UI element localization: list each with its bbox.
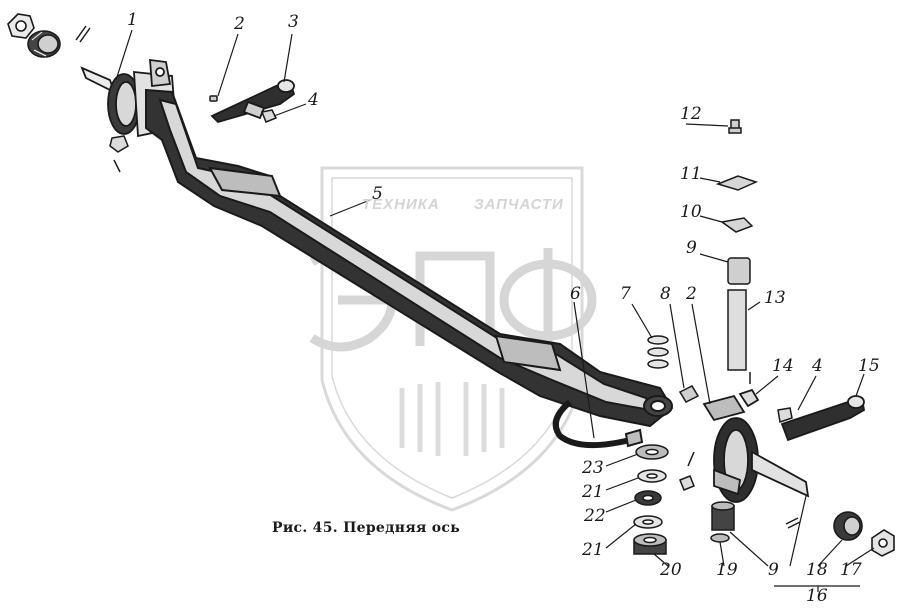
callout-18: 18 xyxy=(806,560,828,580)
callout-23: 23 xyxy=(582,458,604,478)
bushing-9-bottom xyxy=(711,501,735,531)
left-knuckle-nut xyxy=(109,135,129,173)
pin-8 xyxy=(678,385,700,403)
callout-21: 21 xyxy=(582,482,604,502)
callout-15: 15 xyxy=(858,356,880,376)
kingpin-13 xyxy=(727,289,747,371)
right-steering-knuckle xyxy=(702,388,810,503)
seal-20 xyxy=(633,533,667,555)
washer-23 xyxy=(635,444,669,460)
watermark-text-right: ЗАПЧАСТИ xyxy=(474,196,564,213)
callout-9: 9 xyxy=(686,238,697,258)
callout-1: 1 xyxy=(127,10,138,30)
callout-17: 17 xyxy=(840,560,862,580)
watermark-wheat xyxy=(399,382,505,456)
callout-2: 2 xyxy=(234,14,245,34)
callout-5: 5 xyxy=(372,184,383,204)
washer-21-bottom xyxy=(633,515,663,529)
left-bearing xyxy=(27,30,61,58)
washer-21-top xyxy=(637,469,667,483)
left-arm-key xyxy=(209,95,218,102)
bushing-9-top xyxy=(727,257,751,285)
callout-13: 13 xyxy=(764,288,786,308)
bolt-12 xyxy=(728,119,742,134)
shim-stack xyxy=(647,335,669,369)
callout-9-bottom: 9 xyxy=(768,560,779,580)
left-arm-nut xyxy=(260,109,278,123)
leader-lines xyxy=(115,29,875,592)
right-steering-arm xyxy=(780,395,865,442)
thrust-bearing-22 xyxy=(634,490,662,506)
washer-19 xyxy=(710,533,730,543)
callout-6: 6 xyxy=(570,284,581,304)
hub-nut-17 xyxy=(871,529,895,557)
right-knuckle-bolt xyxy=(679,451,695,491)
tie-rod-arm xyxy=(552,399,644,449)
callout-20: 20 xyxy=(660,560,682,580)
callout-12: 12 xyxy=(680,104,702,124)
callout-10: 10 xyxy=(680,202,702,222)
callout-7: 7 xyxy=(620,284,631,304)
callout-11: 11 xyxy=(680,164,702,184)
left-steering-arm xyxy=(210,79,296,124)
cotter-pin-right xyxy=(785,517,801,529)
callout-19: 19 xyxy=(716,560,738,580)
callout-4: 4 xyxy=(308,90,319,110)
cap-11 xyxy=(715,175,759,191)
callout-16: 16 xyxy=(806,586,828,606)
watermark-text-left: ТЕХНИКА xyxy=(362,196,440,213)
callout-3: 3 xyxy=(288,12,299,32)
left-cotter-pin xyxy=(75,25,91,43)
callout-22: 22 xyxy=(584,506,606,526)
right-arm-nut xyxy=(777,407,793,423)
callout-21-bottom: 21 xyxy=(582,540,604,560)
left-hub-nut xyxy=(7,13,35,39)
bearing-18 xyxy=(833,511,863,541)
callout-8: 8 xyxy=(660,284,671,304)
gasket-10 xyxy=(720,217,754,233)
axle-beam xyxy=(145,88,674,428)
callout-2-right: 2 xyxy=(686,284,697,304)
callout-4-right: 4 xyxy=(812,356,823,376)
callout-14: 14 xyxy=(772,356,794,376)
figure-caption: Рис. 45. Передняя ось xyxy=(272,520,461,536)
